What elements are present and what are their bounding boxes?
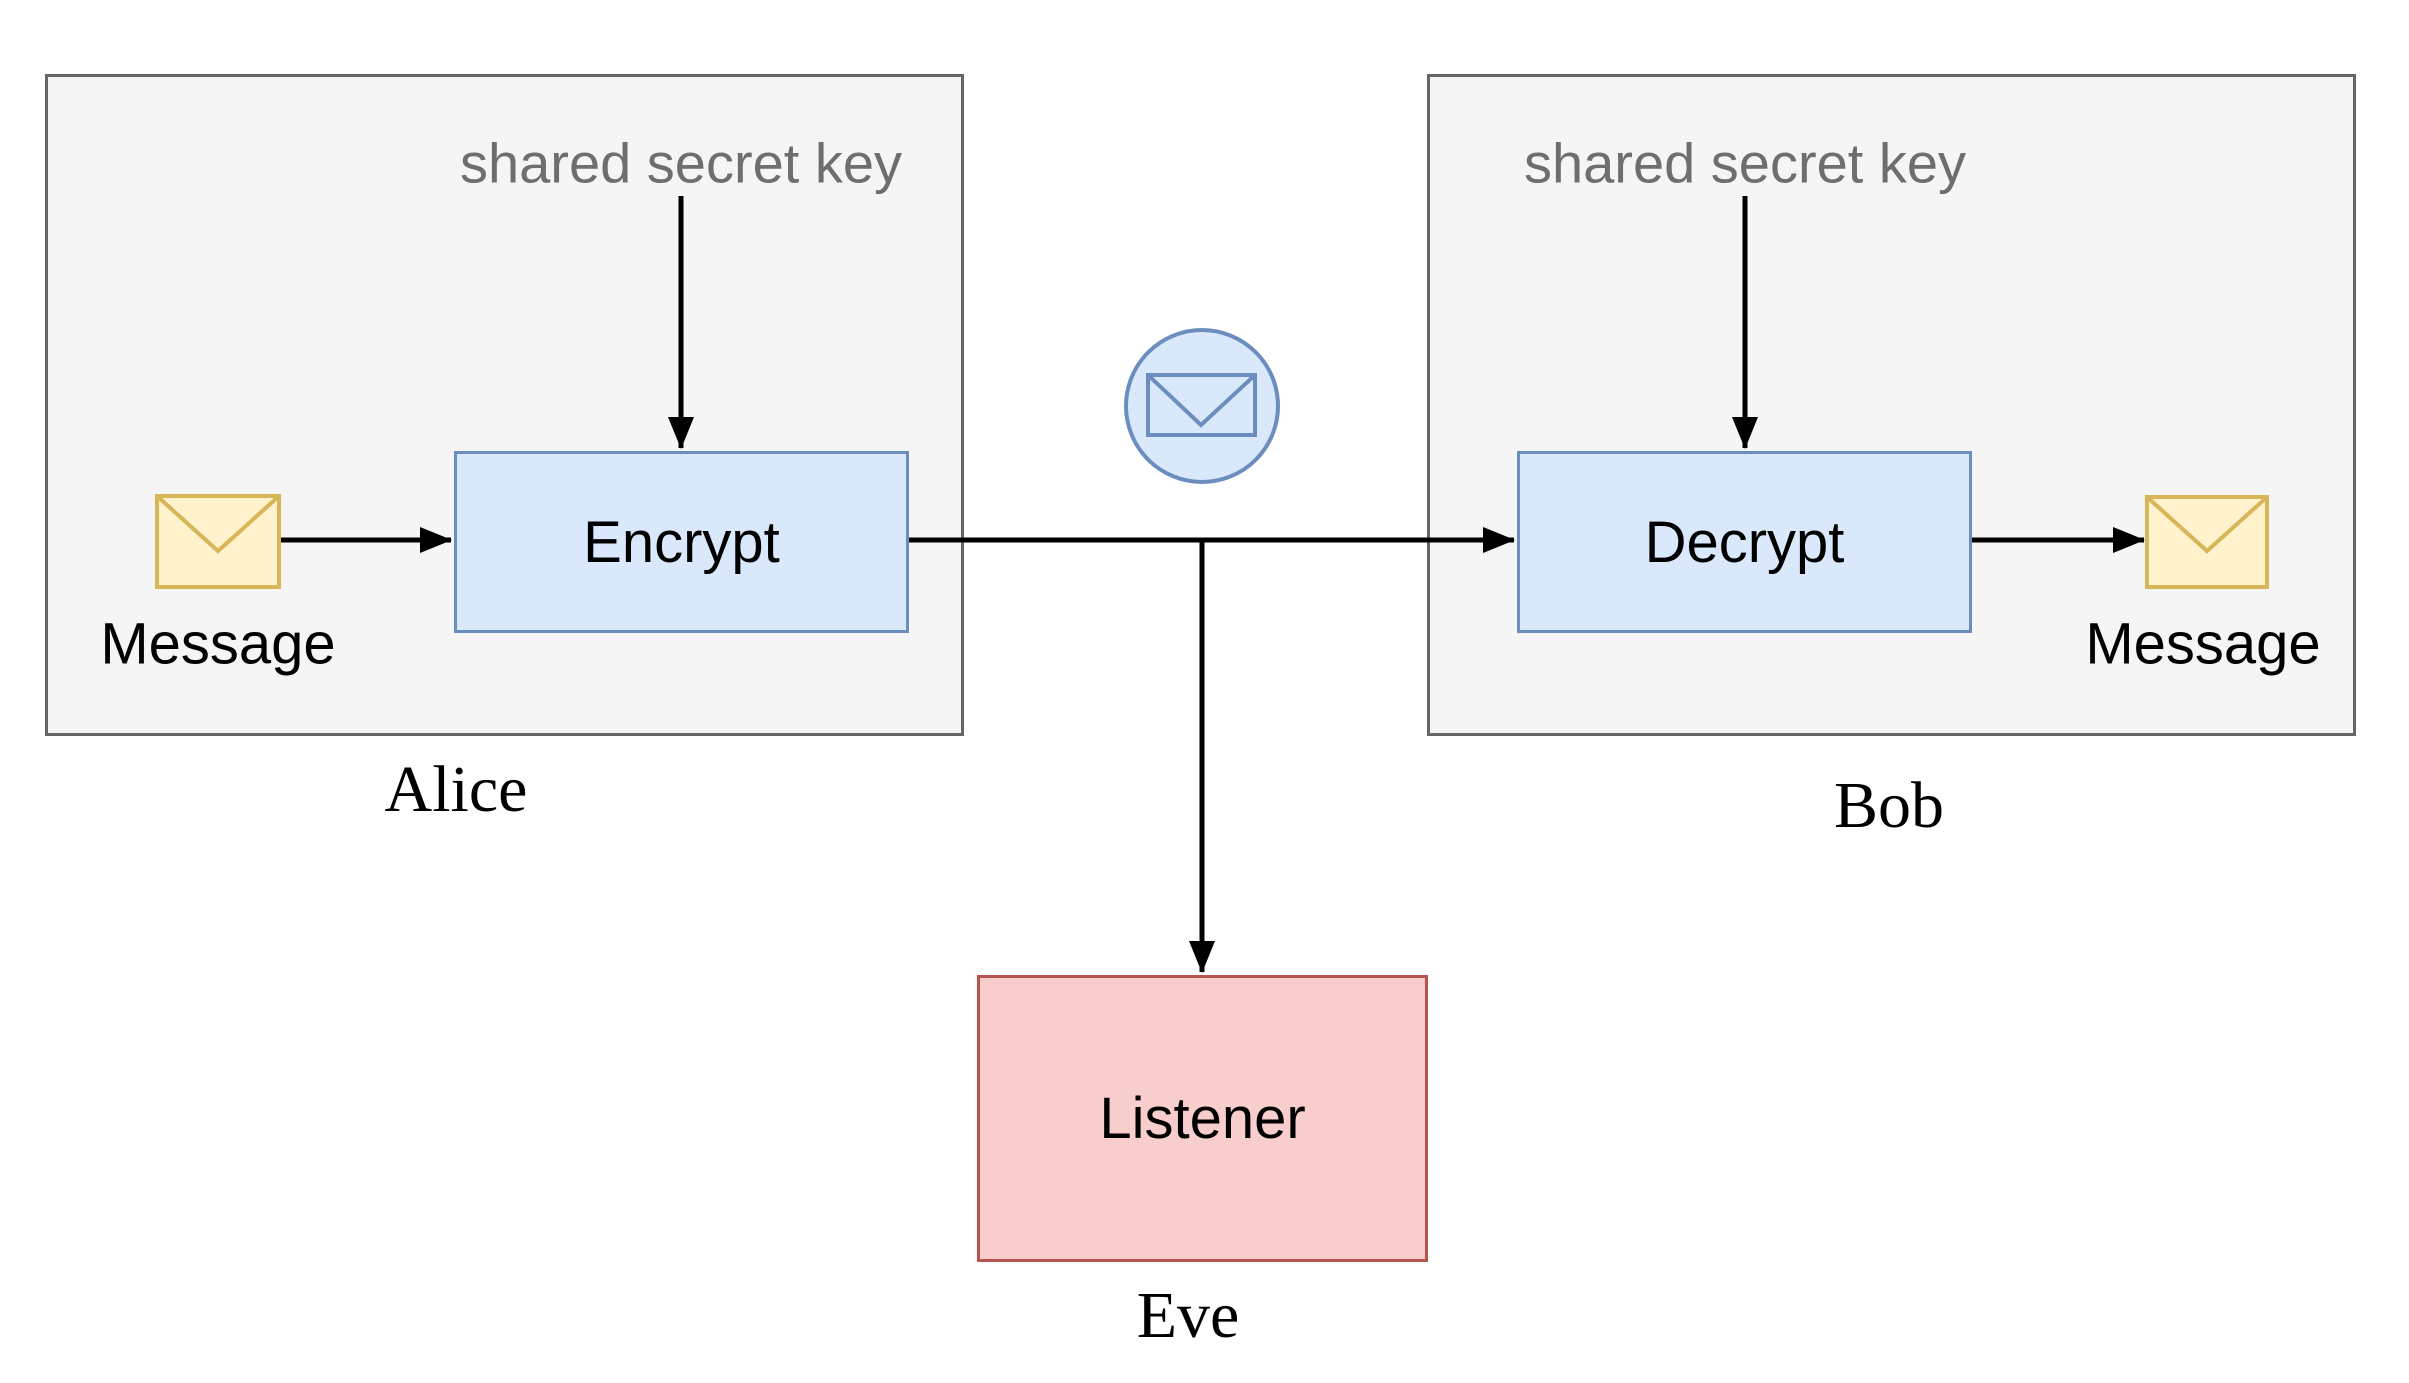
decrypt-label: Decrypt <box>1644 509 1845 575</box>
listener-label: Listener <box>1099 1086 1306 1151</box>
message-label-left: Message <box>100 611 336 677</box>
bob-name-label: Bob <box>1833 769 1945 842</box>
encrypt-label: Encrypt <box>583 509 780 575</box>
message-label-right: Message <box>2085 611 2321 677</box>
bob-shared-secret-key-label: shared secret key <box>1524 131 1966 195</box>
decrypt-box: Decrypt <box>1517 451 1972 633</box>
encrypt-box: Encrypt <box>454 451 909 633</box>
channel-envelope-in-circle-icon <box>1124 328 1280 484</box>
alice-name-label: Alice <box>384 753 528 826</box>
alice-shared-secret-key-label: shared secret key <box>460 131 902 195</box>
listener-box: Listener <box>977 975 1428 1262</box>
eve-name-label: Eve <box>1136 1279 1240 1352</box>
